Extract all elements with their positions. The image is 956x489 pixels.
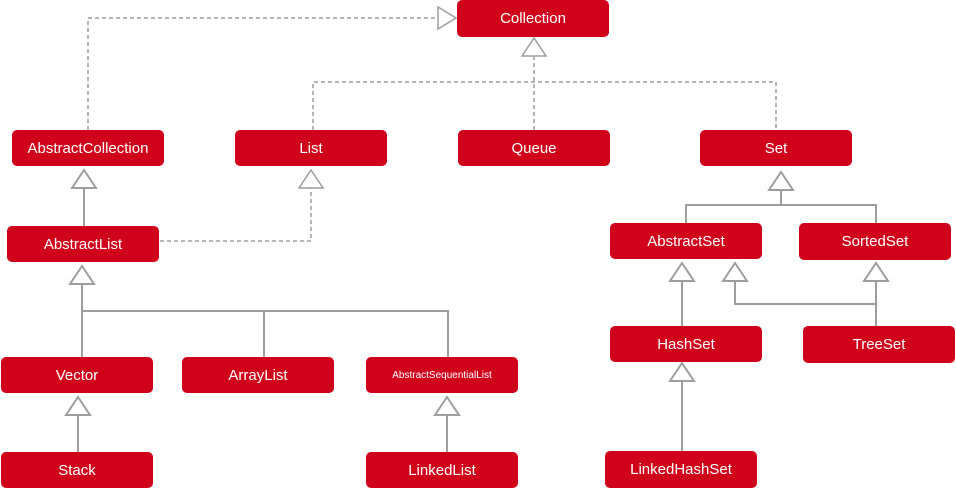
arrowhead-list: [297, 168, 325, 189]
edge-abstract-collection-to-collection: [87, 17, 438, 130]
node-array-list[interactable]: ArrayList: [182, 357, 334, 393]
node-abstract-collection[interactable]: AbstractCollection: [12, 130, 164, 166]
node-set[interactable]: Set: [700, 130, 852, 166]
arrowhead-collection-bottom: [520, 36, 548, 57]
node-queue[interactable]: Queue: [458, 130, 610, 166]
arrowhead-abstract-set: [668, 261, 696, 282]
node-stack[interactable]: Stack: [1, 452, 153, 488]
arrowhead-abstract-list: [68, 264, 96, 285]
edge-list-impls-to-abstract-list: [81, 284, 449, 357]
edge-list-queue-set-to-collection: [312, 56, 777, 130]
node-abstract-set[interactable]: AbstractSet: [610, 223, 762, 259]
arrowhead-abstract-collection: [70, 168, 98, 189]
arrowhead-hash-set: [668, 361, 696, 382]
edge-set-impls-to-set: [685, 190, 877, 223]
arrowhead-set: [767, 170, 795, 191]
node-linked-list[interactable]: LinkedList: [366, 452, 518, 488]
arrowhead-collection-left: [437, 5, 458, 31]
edge-tree-set-to-abstract-set-and-sorted-set: [734, 281, 877, 326]
arrowhead-abstract-sequential-list: [433, 395, 461, 416]
node-collection[interactable]: Collection: [457, 0, 609, 37]
node-vector[interactable]: Vector: [1, 357, 153, 393]
node-linked-hash-set[interactable]: LinkedHashSet: [605, 451, 757, 488]
node-sorted-set[interactable]: SortedSet: [799, 223, 951, 260]
node-abstract-sequential-list[interactable]: AbstractSequentialList: [366, 357, 518, 393]
arrowhead-abstract-set-right: [721, 261, 749, 282]
arrowhead-vector: [64, 395, 92, 416]
node-abstract-list[interactable]: AbstractList: [7, 226, 159, 262]
node-list[interactable]: List: [235, 130, 387, 166]
node-hash-set[interactable]: HashSet: [610, 326, 762, 362]
edge-abstract-list-to-list: [160, 188, 312, 242]
node-tree-set[interactable]: TreeSet: [803, 326, 955, 363]
arrowhead-sorted-set: [862, 261, 890, 282]
